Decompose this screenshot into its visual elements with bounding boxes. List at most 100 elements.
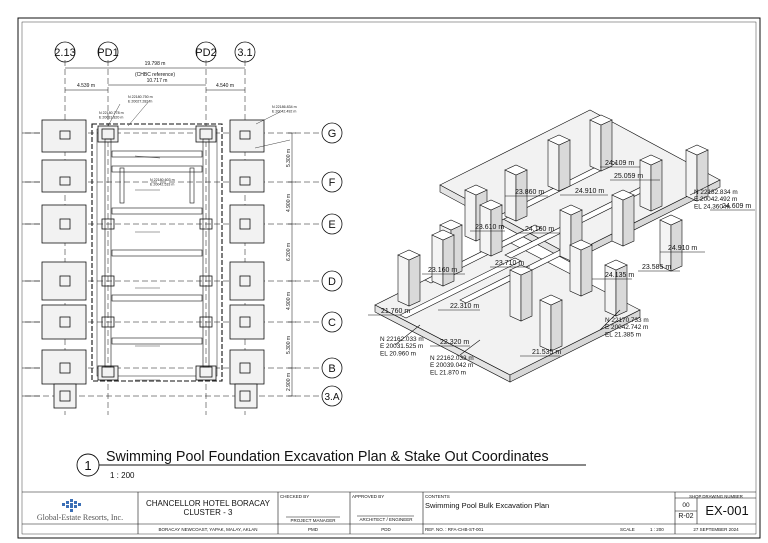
row-grid-bubbles — [321, 122, 343, 407]
project-name: CHANCELLOR HOTEL BORACAY CLUSTER - 3 — [145, 499, 271, 517]
iso-pedestal — [539, 294, 563, 352]
grid-col-label: PD2 — [195, 47, 216, 59]
iso-dimension: 23.610 m — [475, 224, 504, 231]
checked-by-label: CHECKED BY — [280, 494, 310, 499]
grid-row-label: B — [328, 363, 335, 375]
iso-pedestal — [611, 189, 635, 247]
iso-dimension: 24.135 m — [605, 272, 634, 279]
iso-pedestal — [397, 249, 421, 307]
grid-row-label: F — [329, 177, 336, 189]
iso-dimension: 24.910 m — [668, 245, 697, 252]
shop-drawing-label: SHOP DRAWING NUMBER — [689, 494, 743, 499]
iso-dimension: 22.320 m — [440, 339, 469, 346]
contents-label: CONTENTS — [425, 494, 450, 499]
leader-lines — [107, 99, 291, 381]
iso-dimension: 25.059 m — [614, 173, 643, 180]
approved-by-code: PDD — [381, 527, 391, 532]
iso-dimension: 24.160 m — [525, 226, 554, 233]
iso-pedestal — [559, 204, 583, 262]
drawing-number: EX-001 — [705, 503, 749, 518]
row-ticks-left — [22, 132, 40, 397]
reference-number: REF. NO. : RFA-CHB-ST-001 — [425, 527, 484, 532]
revision-number: 00 — [682, 502, 690, 509]
grid-col-label: 2.13 — [54, 47, 75, 59]
view-title-text: Swimming Pool Foundation Excavation Plan… — [106, 449, 549, 465]
right-dimensions — [288, 132, 296, 397]
grid-row-label: 3.A — [324, 392, 339, 403]
iso-dimension: 23.160 m — [428, 267, 457, 274]
contents-text: Swimming Pool Bulk Excavation Plan — [425, 501, 550, 510]
iso-dimension: 24.910 m — [575, 188, 604, 195]
iso-leaders — [368, 166, 755, 357]
iso-pedestal — [509, 264, 533, 322]
iso-pedestal — [685, 144, 709, 202]
title-block-frame — [22, 491, 756, 534]
scale-value: 1 : 200 — [650, 527, 664, 532]
dim-right: 4.540 m — [216, 83, 234, 89]
dim-left: 4.539 m — [77, 83, 95, 89]
company-logo-icon — [62, 499, 81, 512]
checked-by-role: PROJECT MANAGER — [290, 518, 336, 523]
grid-col-label: 3.1 — [237, 47, 252, 59]
iso-pedestal — [659, 214, 683, 272]
dim-note: (CHBC reference) — [135, 72, 175, 78]
iso-pedestal — [504, 164, 528, 222]
iso-dimension: 21.760 m — [381, 308, 410, 315]
plan-dimension-text: 19.798 m (CHBC reference) 10.717 m 4.539… — [77, 61, 292, 391]
plan-labels: 2.13 PD1 PD2 3.1 G F E D C B 3.A — [54, 47, 340, 403]
checked-by-code: PMD — [308, 527, 318, 532]
excavation-outline — [91, 123, 223, 382]
iso-dimension: 24.109 m — [605, 160, 634, 167]
top-dimensions — [65, 67, 245, 91]
iso-pedestal — [431, 229, 455, 287]
iso-dimension: 23.860 m — [515, 189, 544, 196]
iso-pedestal — [547, 134, 571, 192]
grid-row-label: C — [328, 317, 336, 329]
isometric-view — [368, 109, 755, 383]
company-name: Global-Estate Resorts, Inc. — [36, 514, 124, 522]
grid-row-label: D — [328, 276, 336, 288]
inner-border — [21, 21, 757, 535]
grid-row-label: E — [328, 219, 335, 231]
dim-vertical: 4.900 m — [286, 194, 292, 212]
dim-overall: 19.798 m — [145, 61, 166, 67]
grid-col-label: PD1 — [97, 47, 118, 59]
dim-vertical: 5.300 m — [286, 336, 292, 354]
dim-vertical: 6.200 m — [286, 243, 292, 261]
drawing-date: 27 SEPTEMBER 2024 — [693, 527, 739, 532]
dim-mid: 10.717 m — [147, 78, 168, 84]
revision-code: R-02 — [678, 513, 694, 520]
iso-dimension: 22.310 m — [450, 303, 479, 310]
tie-beams — [104, 138, 210, 368]
excavation-plan — [22, 41, 343, 415]
footing-pads — [41, 119, 265, 409]
dim-vertical: 4.900 m — [286, 292, 292, 310]
iso-dimension: 24.609 m — [722, 203, 751, 210]
iso-dimension: 21.535 m — [532, 349, 561, 356]
dim-vertical: 2.900 m — [286, 373, 292, 391]
view-number: 1 — [84, 458, 91, 473]
iso-pedestal — [569, 239, 593, 297]
iso-dimension: 23.585 m — [642, 264, 671, 271]
view-scale: 1 : 200 — [110, 471, 135, 480]
iso-columns — [397, 114, 709, 352]
iso-pedestal — [639, 154, 663, 212]
dim-vertical: 5.300 m — [286, 149, 292, 167]
approved-by-role: ARCHITECT / ENGINEER — [359, 517, 413, 522]
excavation-inner — [96, 128, 218, 377]
grid-row-label: G — [328, 128, 337, 140]
iso-pedestal — [589, 114, 613, 172]
iso-pedestal — [479, 199, 503, 257]
column-grid-bubbles — [54, 41, 256, 63]
iso-dimension: 23.710 m — [495, 260, 524, 267]
